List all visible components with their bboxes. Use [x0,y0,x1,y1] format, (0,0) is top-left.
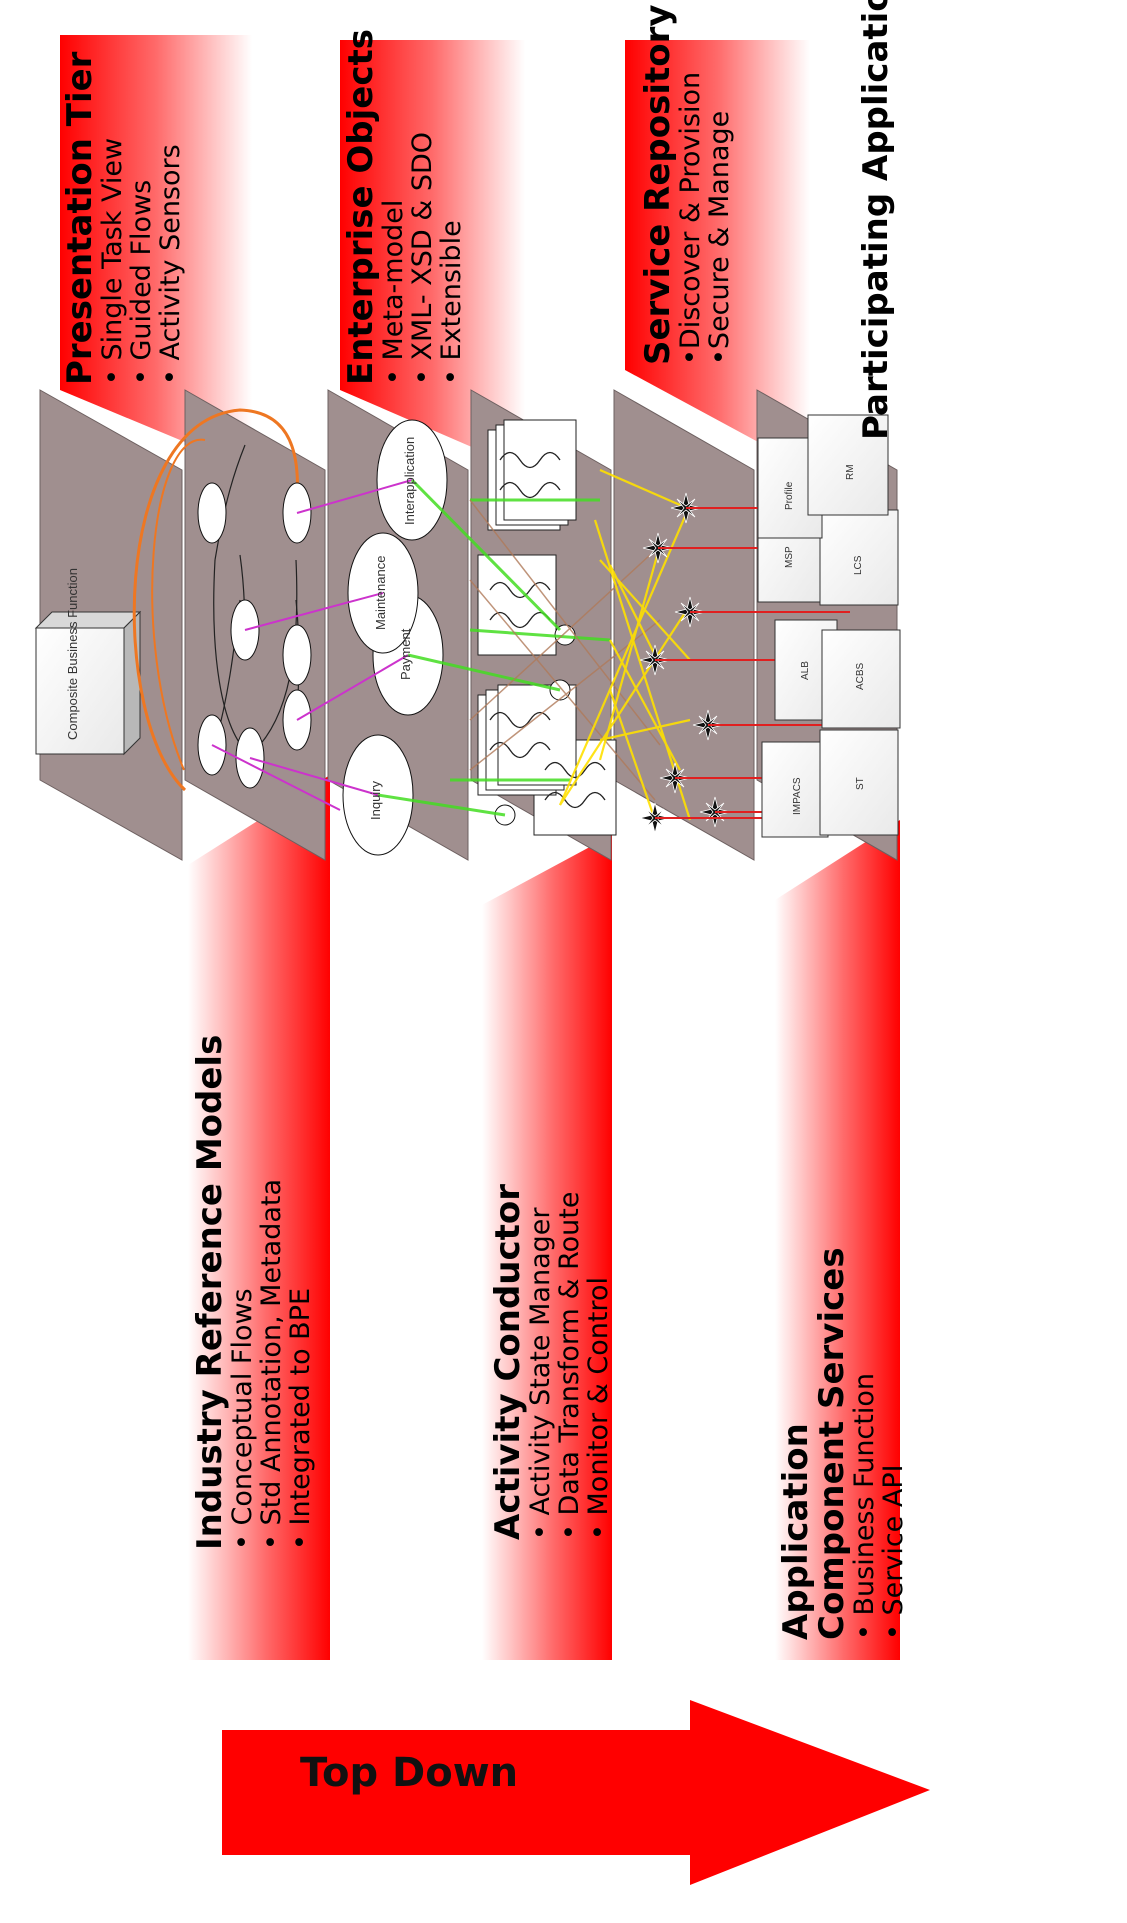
presentation-bullet: • Guided Flows [126,179,157,385]
band-activity [482,835,612,1660]
service-label-inquiry: Inquiry [368,780,383,820]
industry-bullet: • Conceptual Flows [227,1288,258,1550]
activity-conductor-text: Activity Conductor • Activity State Mana… [488,1183,614,1540]
yellow-connectors [558,468,692,821]
composite-box-label: Composite Business Function [65,568,80,740]
industry-bullet: • Integrated to BPE [285,1287,316,1550]
application-boxes [757,414,901,838]
industry-reference-text: Industry Reference Models • Conceptual F… [190,1034,316,1550]
plane-repository [613,389,755,861]
component-services-title-line1: Application [776,1423,816,1640]
components-bullet: • Service API [878,1464,909,1640]
enterprise-bullet: • Extensible [436,220,467,385]
top-down-label: Top Down [300,1750,519,1796]
presentation-bullet: • Activity Sensors [155,144,186,385]
app-label-rm: RM [845,464,856,480]
component-services-text: Application Component Services • Busines… [776,1247,909,1640]
app-label-msp: MSP [784,546,795,568]
band-industry [188,775,330,1660]
components-bullet: • Business Function [849,1373,880,1640]
activity-bullet: • Monitor & Control [583,1277,614,1540]
enterprise-bullet: • Meta-model [378,199,409,385]
workflow-cards [477,419,617,836]
orange-arc [132,408,299,792]
service-label-maintenance: Maintenance [373,555,388,630]
enterprise-objects-title: Enterprise Objects [341,28,381,385]
presentation-tier-text: Presentation Tier • Single Task View • G… [60,51,186,385]
app-label-impacs: IMPACS [792,777,803,815]
activity-bullet: • Activity State Manager [525,1207,556,1540]
activity-conductor-title: Activity Conductor [488,1183,528,1540]
app-label-profile: Profile [784,481,795,510]
presentation-bullet: • Single Task View [97,137,128,385]
magenta-connectors [211,479,413,811]
participating-applications-text: Participating Applications [856,0,896,440]
app-label-lcs: LCS [853,555,864,575]
band-components [775,820,900,1660]
app-label-st: ST [855,777,866,790]
composite-box [34,610,142,756]
repository-bullet: •Secure & Manage [704,110,735,365]
presentation-tier-title: Presentation Tier [60,51,100,385]
app-label-alb: ALB [800,661,811,680]
service-label-payment: Payment [398,628,413,680]
industry-bullet: • Std Annotation, Metadata [256,1178,287,1550]
industry-reference-title: Industry Reference Models [190,1034,230,1550]
top-down-arrow [222,1700,930,1885]
band-presentation [60,35,252,470]
service-repository-title: Service Repository [638,4,678,365]
activity-bullet: • Data Transform & Route [554,1191,585,1540]
repository-bullet: •Discover & Provision [675,71,706,365]
band-enterprise [340,40,525,470]
orange-arc [151,438,206,771]
component-services-title-line2: Component Services [812,1247,852,1640]
participating-applications-title: Participating Applications [856,0,896,440]
app-label-acbs: ACBS [855,662,866,690]
service-repository-text: Service Repository •Discover & Provision… [638,4,735,365]
enterprise-bullet: • XML- XSD & SDO [407,131,438,385]
service-label-interapplication: Interapplication [402,436,417,525]
band-repository [625,40,810,470]
green-connectors [377,478,611,817]
enterprise-objects-text: Enterprise Objects • Meta-model • XML- X… [341,28,467,385]
workflow-glyphs [489,451,606,809]
